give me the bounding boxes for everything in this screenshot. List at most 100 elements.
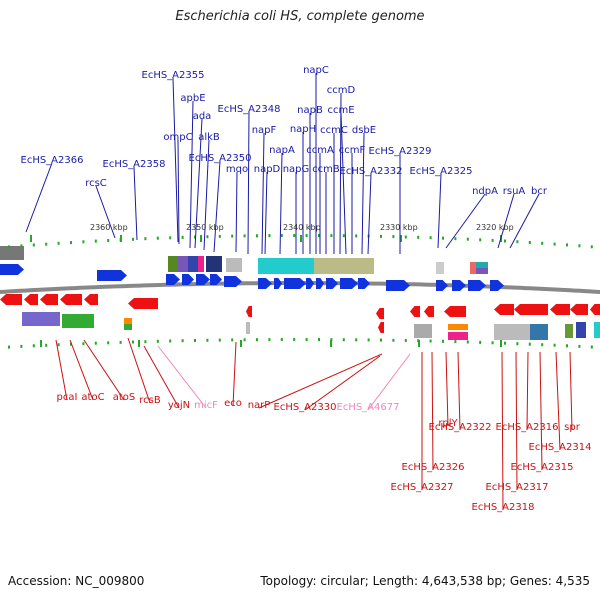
- reverse-gene-arrow: [570, 304, 588, 315]
- scale-tick: [94, 341, 97, 345]
- gene-label: dsbE: [352, 125, 376, 136]
- accession-text: Accession: NC_009800: [8, 574, 145, 588]
- scale-tick: [32, 344, 35, 348]
- leader-line: [569, 351, 573, 431]
- scale-tick: [566, 243, 568, 247]
- scale-tick: [392, 338, 395, 342]
- gene-label: eco: [224, 398, 242, 409]
- scale-tick: [181, 235, 184, 239]
- scale-tick: [132, 340, 134, 344]
- scale-tick: [181, 339, 184, 343]
- reverse-gene-arrow: [128, 298, 158, 309]
- scale-label: 2360 kbp: [90, 223, 128, 232]
- reverse-gene-arrow: [514, 304, 548, 315]
- gene-label: rcsC: [85, 178, 107, 189]
- scale-tick: [70, 241, 72, 245]
- scale-tick: [144, 237, 147, 241]
- forward-gene-arrow: [452, 280, 466, 291]
- scale-tick-major: [300, 235, 302, 242]
- scale-tick: [479, 340, 482, 344]
- scale-tick: [107, 341, 110, 345]
- leader-line: [55, 339, 68, 401]
- scale-tick: [231, 234, 234, 238]
- feature-band: [476, 268, 488, 274]
- scale-tick: [94, 239, 97, 243]
- feature-band: [178, 256, 188, 272]
- scale-tick: [392, 235, 395, 239]
- forward-gene-arrow: [210, 274, 222, 285]
- scale-tick: [541, 241, 544, 245]
- gene-label: ccmF: [339, 145, 366, 156]
- scale-tick: [20, 344, 23, 348]
- scale-tick: [156, 236, 159, 240]
- scale-tick: [318, 338, 320, 341]
- gene-label: napC: [303, 65, 329, 76]
- scale-tick: [231, 338, 234, 342]
- scale-tick: [380, 338, 382, 342]
- scale-tick-major: [40, 340, 42, 347]
- feature-band: [494, 324, 530, 340]
- scale-tick-major: [200, 235, 202, 242]
- forward-gene-arrow: [358, 278, 370, 289]
- leader-line: [172, 77, 179, 243]
- leader-line: [189, 100, 194, 249]
- leader-line: [235, 171, 238, 253]
- gene-label: napH: [290, 124, 316, 135]
- reverse-gene-arrow: [376, 308, 384, 319]
- leader-line: [232, 341, 237, 407]
- feature-band: [226, 258, 242, 272]
- scale-tick: [504, 341, 506, 345]
- scale-tick: [404, 339, 407, 342]
- leader-line: [457, 351, 461, 431]
- scale-tick: [355, 338, 358, 342]
- scale-tick: [305, 234, 308, 237]
- gene-label: bcr: [531, 186, 548, 197]
- scale-tick: [256, 234, 258, 238]
- leader-line: [157, 345, 207, 409]
- gene-label: apbE: [180, 93, 205, 104]
- feature-band: [594, 322, 600, 338]
- feature-band: [448, 324, 468, 330]
- forward-gene-arrow: [224, 276, 242, 287]
- gene-label: EcHS_A2326: [402, 462, 465, 473]
- leader-line: [247, 111, 250, 255]
- leader-line: [203, 139, 210, 251]
- scale-tick: [442, 339, 444, 343]
- scale-tick: [553, 343, 556, 347]
- gene-label: atoC: [81, 392, 104, 403]
- scale-label: 2350 kbp: [186, 223, 224, 232]
- scale-tick: [156, 339, 159, 343]
- feature-band: [414, 324, 432, 338]
- scale-tick: [367, 338, 370, 342]
- scale-tick: [293, 234, 296, 237]
- gene-label: mqo: [226, 164, 248, 175]
- scale-tick: [318, 234, 320, 237]
- scale-tick: [8, 245, 10, 249]
- scale-tick: [169, 236, 172, 240]
- leader-line: [445, 193, 486, 249]
- feature-band: [530, 324, 548, 340]
- scale-tick: [454, 237, 457, 241]
- gene-label: rsuA: [503, 186, 526, 197]
- scale-tick: [553, 242, 556, 246]
- feature-band: [436, 262, 444, 274]
- gene-label: EcHS_A2330: [274, 402, 337, 413]
- gene-label: EcHS_A2350: [189, 153, 252, 164]
- gene-label: ompC: [163, 132, 192, 143]
- feature-band: [206, 256, 222, 272]
- leader-line: [539, 351, 543, 471]
- scale-tick: [429, 339, 432, 343]
- leader-line: [143, 345, 180, 409]
- gene-label: micF: [194, 400, 218, 411]
- gene-label: EcHS_A4677: [337, 402, 400, 413]
- leader-line: [127, 337, 151, 404]
- gene-label: EcHS_A2317: [486, 482, 549, 493]
- scale-tick-major: [400, 235, 402, 242]
- forward-gene-arrow: [284, 278, 306, 289]
- scale-label: 2330 kbp: [380, 223, 418, 232]
- gene-label: EcHS_A2314: [529, 442, 592, 453]
- scale-tick-major: [138, 340, 140, 347]
- feature-band: [448, 332, 468, 340]
- leader-line: [367, 173, 372, 255]
